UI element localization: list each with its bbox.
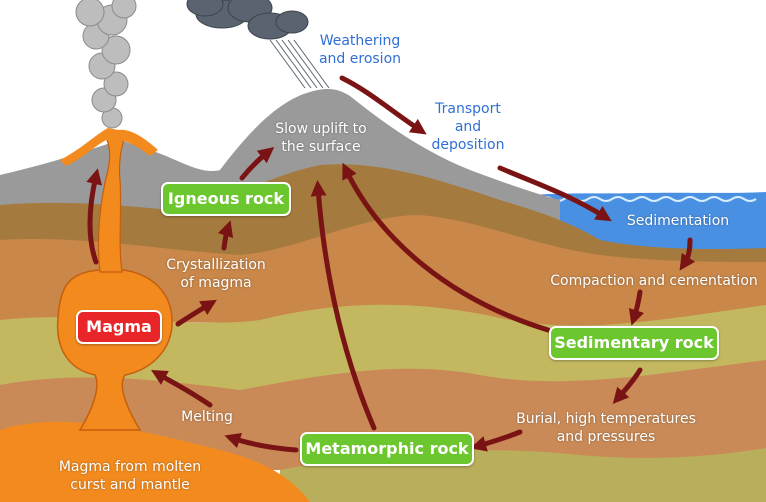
arrow-to-metamorphic [470,429,523,452]
weathering-line2: and erosion [318,51,402,67]
arrow-sedimentary-uplift [342,162,551,333]
crystallization-label: Crystallization of magma [160,256,272,292]
arrow-metamorphic-uplift [310,180,377,431]
smoke-plume [75,0,137,129]
magma-chamber [56,268,173,431]
uplift-line2: the surface [281,139,361,155]
compaction-label: Compaction and cementation [550,273,758,289]
magma-source-line2: curst and mantle [70,477,190,493]
magma-source-line1: Magma from molten [58,459,202,475]
sedimentation-label: Sedimentation [626,213,730,229]
crystallization-line1: Crystallization [166,257,266,273]
burial-label: Burial, high temperatures and pressures [508,410,704,446]
arrow-to-igneous [217,220,234,251]
burial-line1: Burial, high temperatures [516,411,696,427]
arrow-melting [224,432,299,453]
magma-source-label: Magma from molten curst and mantle [54,458,206,494]
weathering-label: Weathering and erosion [312,32,408,68]
arrow-sedimentation [679,237,696,271]
arrow-erosion [339,75,427,135]
arrow-to-magma [151,370,213,408]
arrow-to-crystallization [175,299,217,327]
arrow-transport [497,165,612,222]
lava-rim [60,128,158,166]
magma-base [0,421,310,502]
arrow-burial [612,367,643,405]
cloud [186,0,309,40]
rain [269,39,330,89]
layer-tan [0,215,766,330]
transport-label: Transport and deposition [425,100,511,154]
transport-line2: and [454,119,482,135]
burial-line2: and pressures [556,429,656,445]
arrow-uplift-igneous [239,147,275,181]
magma-box: Magma [76,310,162,344]
melting-label: Melting [181,409,233,425]
transport-line3: deposition [431,137,505,153]
crystallization-line2: of magma [180,275,252,291]
igneous-rock-box: Igneous rock [161,182,291,216]
uplift-label: Slow uplift to the surface [272,120,370,156]
weathering-line1: Weathering [319,33,401,49]
arrow-compaction [628,289,645,326]
process-arrows [86,75,696,453]
arrow-magma-up [86,168,102,265]
layer-lower [0,360,766,470]
transport-line1: Transport [435,101,501,117]
metamorphic-rock-box: Metamorphic rock [300,432,474,466]
sedimentary-rock-box: Sedimentary rock [549,326,719,360]
uplift-line1: Slow uplift to [275,121,367,137]
